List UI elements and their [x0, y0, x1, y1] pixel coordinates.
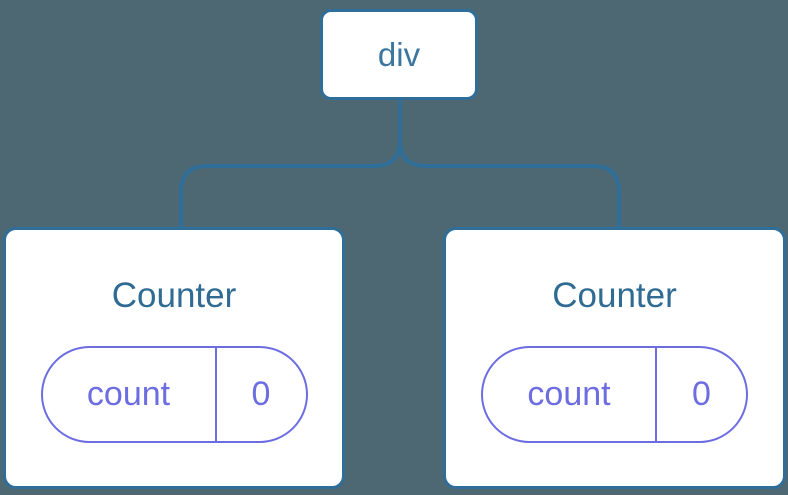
counter-node-left: Counter count 0 [3, 227, 345, 489]
counter-left-state-key: count [43, 348, 217, 441]
counter-left-state-pill: count 0 [40, 346, 308, 443]
counter-right-state-value: 0 [692, 375, 711, 413]
counter-right-state-pill: count 0 [481, 346, 748, 443]
counter-left-state-value: 0 [251, 375, 271, 413]
root-node-label: div [377, 35, 421, 73]
root-node-div: div [320, 9, 478, 100]
counter-left-title: Counter [111, 276, 237, 315]
counter-right-state-key: count [483, 348, 657, 441]
counter-right-title: Counter [552, 276, 677, 315]
counter-node-right: Counter count 0 [443, 227, 786, 489]
edge-root-to-right-counter [398, 100, 621, 228]
edge-root-to-left-counter [179, 100, 402, 228]
